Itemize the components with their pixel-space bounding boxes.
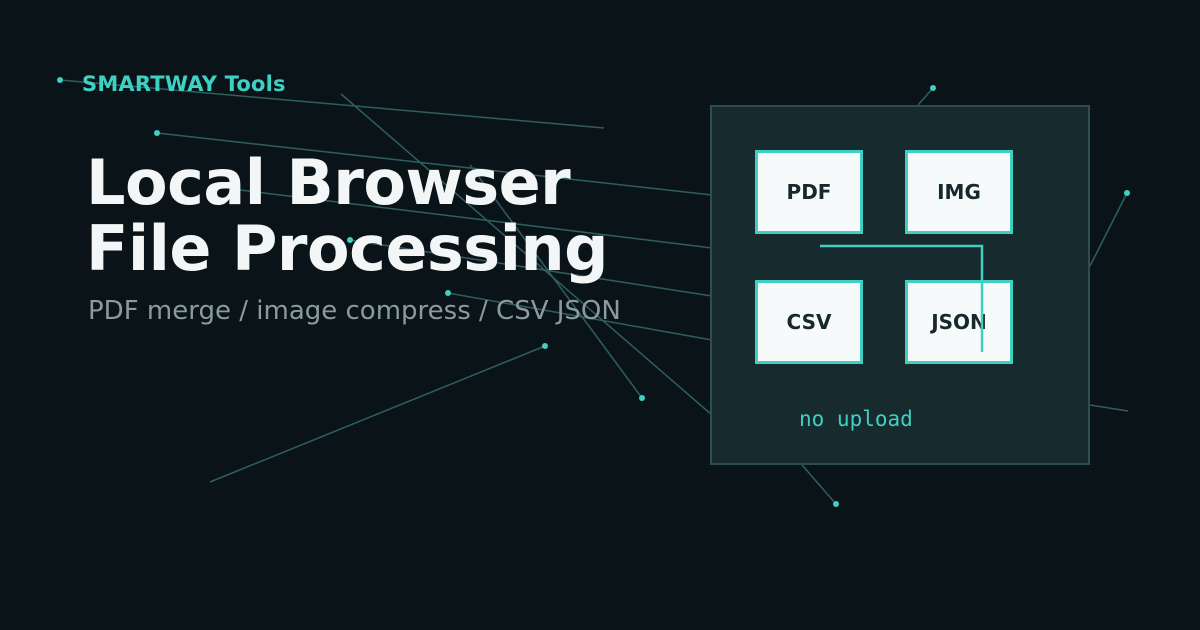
network-node: [154, 130, 160, 136]
brand-name: SMARTWAY Tools: [82, 72, 286, 96]
file-types-panel: PDF IMG CSV JSON no upload: [710, 105, 1090, 465]
subtitle: PDF merge / image compress / CSV JSON: [88, 296, 621, 326]
title-line-1: Local Browser: [86, 146, 571, 219]
network-line: [239, 189, 713, 249]
network-line: [469, 164, 643, 399]
network-node: [639, 395, 645, 401]
network-line: [156, 132, 713, 196]
network-line: [349, 239, 713, 297]
no-upload-note: no upload: [799, 407, 913, 431]
network-node: [1124, 190, 1130, 196]
network-node: [930, 85, 936, 91]
network-line: [1089, 404, 1129, 412]
title-line-2: File Processing: [86, 212, 608, 285]
tile-json: JSON: [905, 280, 1013, 364]
network-node: [833, 501, 839, 507]
network-node: [347, 237, 353, 243]
network-line: [209, 345, 546, 483]
page-title: Local Browser File Processing: [86, 150, 608, 282]
network-line: [340, 93, 713, 416]
network-line: [447, 292, 713, 341]
tile-pdf: PDF: [755, 150, 863, 234]
network-node: [57, 77, 63, 83]
network-line: [917, 87, 934, 106]
network-line: [59, 79, 605, 129]
tile-img: IMG: [905, 150, 1013, 234]
network-line: [801, 464, 837, 505]
network-node: [445, 290, 451, 296]
tile-csv: CSV: [755, 280, 863, 364]
network-line: [1089, 192, 1128, 267]
network-node: [542, 343, 548, 349]
